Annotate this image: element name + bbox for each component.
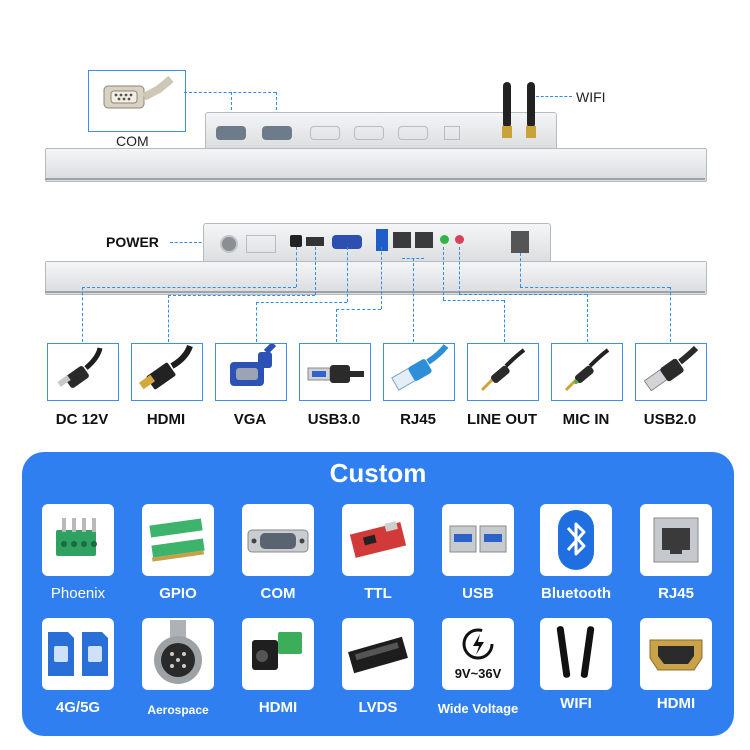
tile-label: GPIO <box>159 585 197 602</box>
usb3-ports <box>376 229 388 251</box>
top-frame <box>45 148 707 182</box>
port-label: VGA <box>233 411 267 428</box>
power-label: POWER <box>106 234 159 250</box>
tile-label: RJ45 <box>658 585 694 602</box>
usb2-ports <box>511 231 529 253</box>
hdmi-adapter-icon <box>252 632 302 670</box>
sim-card-icon <box>48 632 108 676</box>
port-label: USB2.0 <box>643 411 697 428</box>
port-box-rj45 <box>383 343 455 401</box>
port-box-vga <box>215 341 287 401</box>
rj45-port-icon <box>653 517 699 563</box>
voltage-icon <box>462 628 494 660</box>
aviation-connector-icon <box>154 620 202 684</box>
tile-label: Phoenix <box>50 585 106 602</box>
tile-label: WIFI <box>560 695 592 712</box>
port-label: USB3.0 <box>307 411 361 428</box>
com-label: COM <box>116 133 149 149</box>
tile-wifi <box>540 618 612 690</box>
usb3-cable-icon <box>307 365 364 383</box>
ttl-board-icon <box>349 521 407 558</box>
port-label: LINE OUT <box>467 411 537 428</box>
tile-lvds <box>342 618 414 690</box>
tile-hdmi-adapter <box>242 618 314 690</box>
com1-port <box>216 126 246 140</box>
custom-title: Custom <box>329 458 427 488</box>
tile-com <box>242 504 314 576</box>
tile-hdmi-port <box>640 618 712 690</box>
port-box-dc12v <box>47 343 119 401</box>
db9-cable-icon <box>103 75 174 109</box>
tile-label: Bluetooth <box>541 585 611 602</box>
tile-label: TTL <box>364 585 392 602</box>
antenna-1 <box>503 82 511 128</box>
tile-label: USB <box>462 585 494 602</box>
rj45-port-1 <box>393 232 411 248</box>
tile-label: Wide Voltage <box>437 701 519 716</box>
top-panel-diagram: COM WIFI <box>0 0 750 200</box>
port-box-hdmi <box>131 343 203 401</box>
gpio-terminal-icon <box>149 518 205 562</box>
custom-panel: Custom Phoenix GPIO COM <box>22 452 734 736</box>
usb-port-icon <box>449 525 507 553</box>
com-inset <box>88 70 186 132</box>
vga-cable-icon <box>230 341 277 386</box>
lvds-connector-icon <box>348 636 408 674</box>
audio-jack-green-icon <box>564 348 610 392</box>
tile-aerospace <box>142 618 214 690</box>
port-label: MIC IN <box>562 411 610 428</box>
rj45-port-2 <box>415 232 433 248</box>
port-row: DC 12V HDMI VGA USB3.0 <box>47 341 707 438</box>
vga-port <box>332 235 362 249</box>
dc-port <box>290 235 302 247</box>
bluetooth-icon <box>558 510 594 570</box>
port-label: HDMI <box>146 411 186 428</box>
tile-ttl <box>342 504 414 576</box>
tile-wide-voltage: 9V~36V <box>442 618 514 690</box>
connector-lines <box>0 0 750 345</box>
tile-phoenix <box>42 504 114 576</box>
port-label: RJ45 <box>400 411 436 428</box>
tile-usb <box>442 504 514 576</box>
db9-connector-icon <box>247 529 309 553</box>
voltage-range-text: 9V~36V <box>454 666 502 681</box>
dc-jack-icon <box>57 347 103 388</box>
tile-bluetooth <box>540 504 612 576</box>
power-button <box>220 235 238 253</box>
bottom-panel-diagram: POWER <box>0 215 750 345</box>
hdmi-port <box>306 237 324 246</box>
tile-4g5g <box>42 618 114 690</box>
hdmi-cable-icon <box>138 344 193 390</box>
usb2-cable-icon <box>643 345 699 392</box>
hdmi-port-icon <box>649 639 703 671</box>
mic-in-jack <box>455 235 464 244</box>
wifi-label: WIFI <box>576 89 606 105</box>
tile-label: HDMI <box>258 699 298 716</box>
tile-rj45 <box>640 504 712 576</box>
tile-gpio <box>142 504 214 576</box>
port-box-usb2 <box>635 343 707 401</box>
tile-label: COM <box>260 585 296 602</box>
tile-label: Aerospace <box>147 703 209 717</box>
port-label: DC 12V <box>55 411 109 428</box>
tile-label: LVDS <box>358 699 398 716</box>
com2-port <box>262 126 292 140</box>
tile-label: HDMI <box>656 695 696 712</box>
line-out-jack <box>440 235 449 244</box>
port-box-usb3 <box>299 343 371 401</box>
port-box-line-out <box>467 343 539 401</box>
rj45-cable-icon <box>391 344 449 391</box>
antenna-icon <box>556 626 595 678</box>
bottom-frame <box>45 261 707 295</box>
phoenix-terminal-icon <box>56 518 97 556</box>
antenna-2 <box>527 82 535 128</box>
port-box-mic-in <box>551 343 623 401</box>
tile-label: 4G/5G <box>55 699 101 716</box>
audio-jack-green-icon <box>480 348 526 392</box>
